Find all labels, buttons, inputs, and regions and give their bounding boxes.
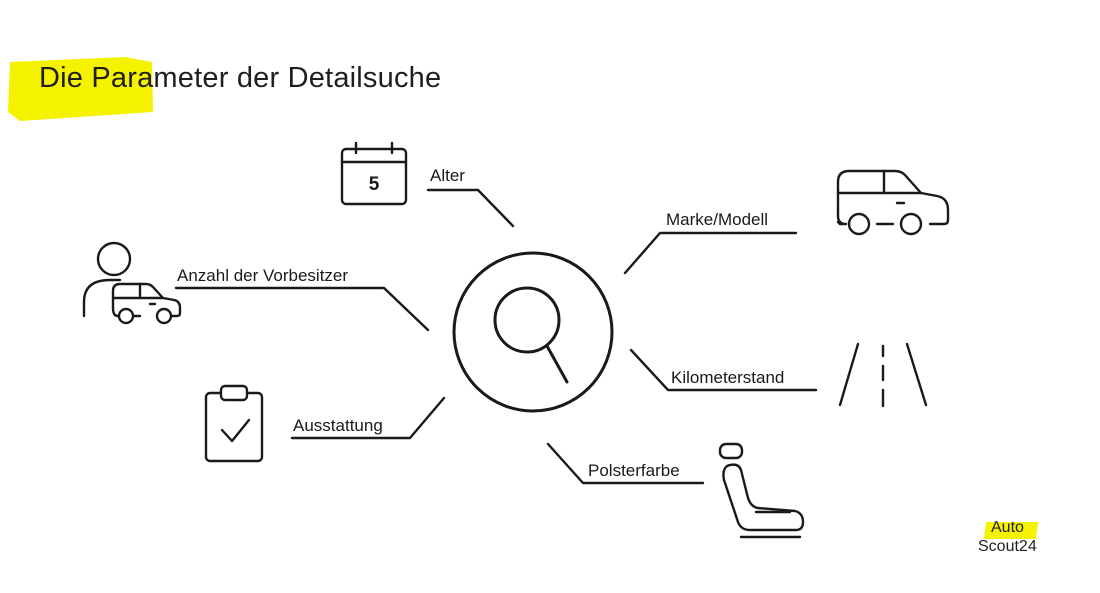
calendar-day-number: 5 xyxy=(369,174,380,195)
car-seat-icon xyxy=(718,442,805,539)
logo-line-auto: Auto xyxy=(991,519,1024,536)
road-icon xyxy=(838,342,928,408)
connector-ausstattung xyxy=(290,396,446,440)
clipboard-check-icon xyxy=(204,384,264,463)
calendar-icon xyxy=(340,141,408,206)
owner-car-icon xyxy=(82,241,182,325)
connector-polsterfarbe xyxy=(546,442,705,485)
page-title: Die Parameter der Detailsuche xyxy=(39,62,442,94)
label-kilometerstand: Kilometerstand xyxy=(671,368,785,387)
label-polsterfarbe: Polsterfarbe xyxy=(588,461,680,480)
logo-line-scout24: Scout24 xyxy=(978,538,1037,555)
connector-alter xyxy=(426,188,515,228)
magnifier-icon xyxy=(452,251,614,413)
label-marke-modell: Marke/Modell xyxy=(666,210,769,229)
car-icon xyxy=(836,169,950,236)
title-highlight xyxy=(8,57,153,121)
connector-kilometerstand xyxy=(629,348,818,392)
connector-marke-modell xyxy=(623,231,798,275)
connector-vorbesitzer xyxy=(174,286,430,332)
autoscout24-logo: Auto Scout24 xyxy=(976,518,1056,564)
label-alter: Alter xyxy=(430,166,465,185)
label-vorbesitzer: Anzahl der Vorbesitzer xyxy=(177,266,349,285)
label-ausstattung: Ausstattung xyxy=(293,416,383,435)
